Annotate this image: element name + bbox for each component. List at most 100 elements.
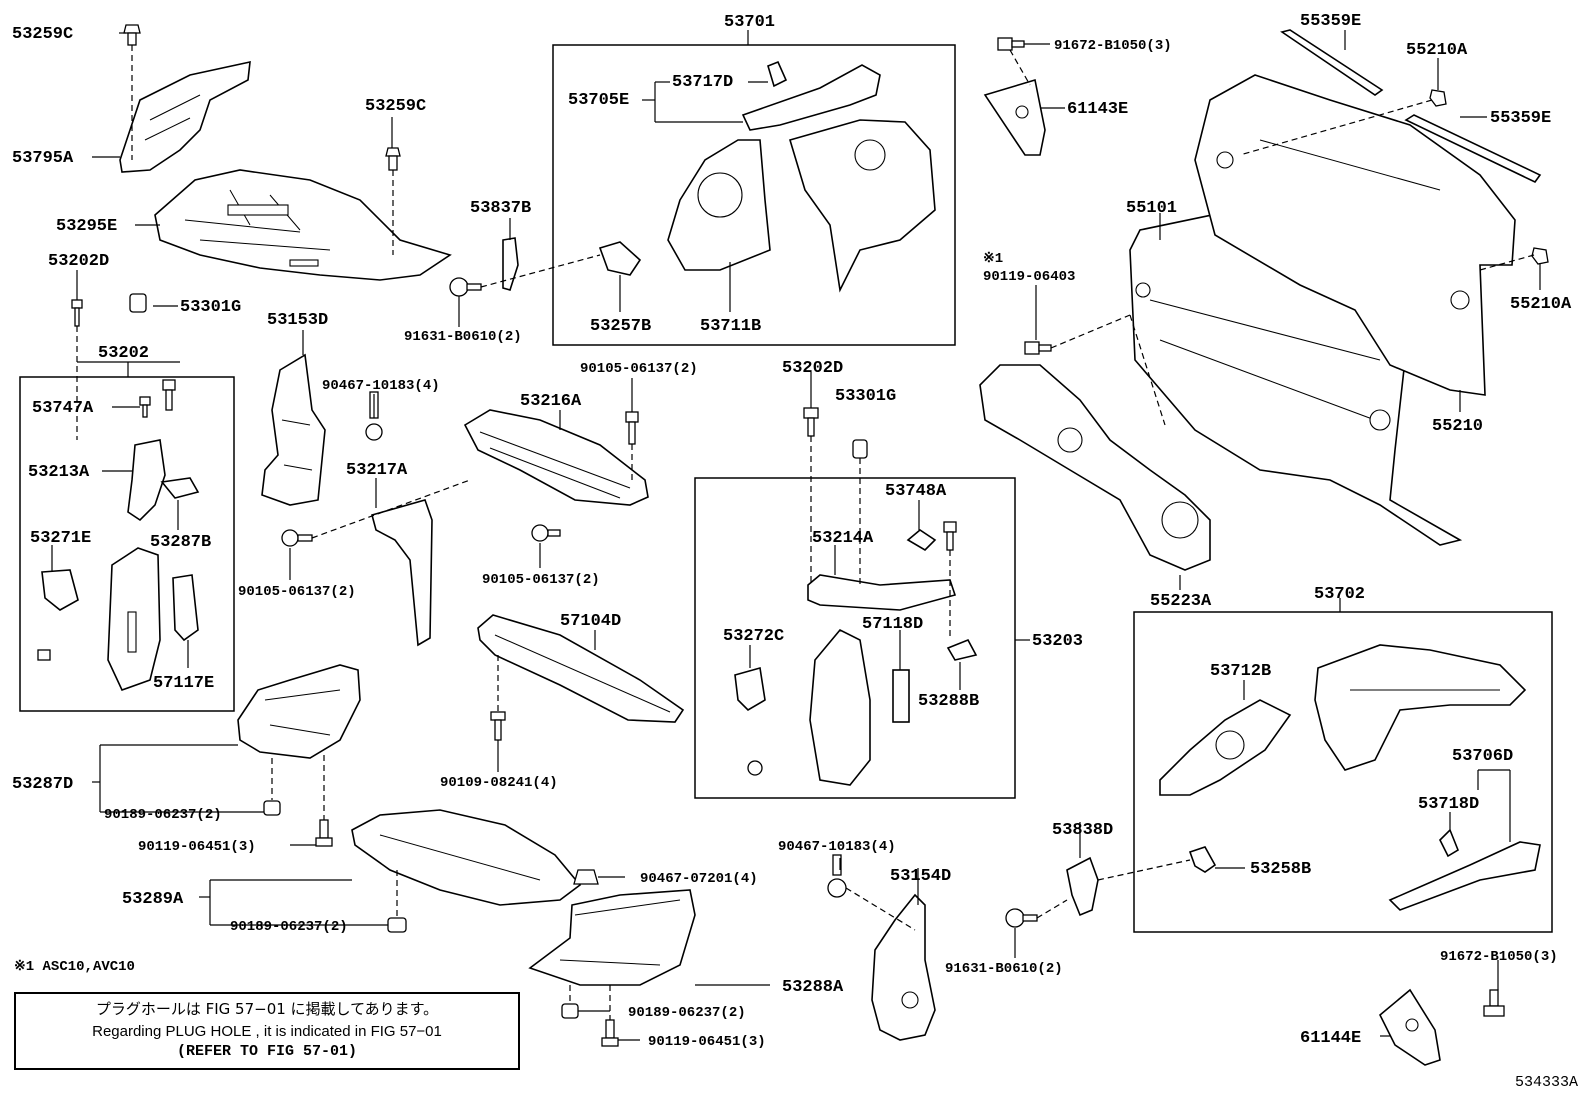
part-55223A [979, 364, 1211, 571]
part-53214A [807, 574, 957, 611]
plug-hole-note: プラグホールは FIG 57−01 に掲載してあります。 Regarding P… [14, 992, 520, 1070]
clip-53259C-b [385, 147, 401, 171]
part-53287B [160, 477, 200, 499]
bolt-90105-06137-b [625, 411, 639, 445]
label-55223A: 55223A [1150, 592, 1212, 611]
clip-90189-06237-b [387, 917, 407, 933]
label-53259C-b: 53259C [365, 97, 426, 116]
bolt-91631-B0610-a [449, 277, 482, 297]
label-91631-B0610-b: 91631-B0610(2) [945, 961, 1063, 977]
label-55359E-b: 55359E [1490, 109, 1551, 128]
label-90189-06237-c: 90189-06237(2) [628, 1005, 746, 1021]
group-box-53701 [552, 44, 956, 346]
label-53837B: 53837B [470, 199, 531, 218]
part-53154D [871, 893, 936, 1041]
bolt-91672-B1050-a [997, 37, 1025, 51]
label-53711B: 53711B [700, 317, 761, 336]
label-53701: 53701 [724, 13, 775, 32]
label-53271E: 53271E [30, 529, 91, 548]
part-labels: 53259C 53795A 53259C 53295E 53202D 53301… [12, 12, 1572, 1050]
label-53259C-a: 53259C [12, 25, 73, 44]
label-53702: 53702 [1314, 585, 1365, 604]
label-90467-07201: 90467-07201(4) [640, 871, 758, 887]
label-90189-06237-a: 90189-06237(2) [104, 807, 222, 823]
part-53748A [906, 529, 937, 552]
part-53153D [261, 353, 326, 506]
label-53217A: 53217A [346, 461, 408, 480]
label-55210: 55210 [1432, 417, 1483, 436]
part-53718D [1439, 828, 1459, 858]
label-90119-06451-b: 90119-06451(3) [648, 1034, 766, 1050]
label-55101: 55101 [1126, 199, 1177, 218]
part-53712B [1159, 699, 1292, 796]
label-90119-06403: 90119-06403 [983, 269, 1075, 285]
label-61144E: 61144E [1300, 1029, 1361, 1048]
clip-90467-07201 [573, 869, 599, 885]
clip-90189-06237-c [561, 1003, 579, 1019]
bolt-90105-06137-c [531, 524, 561, 542]
part-53289A [351, 809, 582, 906]
part-55359E-a [1280, 29, 1384, 96]
label-91672-B1050-a: 91672-B1050(3) [1054, 38, 1172, 54]
label-90105-06137-c: 90105-06137(2) [482, 572, 600, 588]
label-61143E: 61143E [1067, 100, 1128, 119]
plug-53301G-a [129, 293, 147, 313]
label-57104D: 57104D [560, 612, 621, 631]
part-53257B [598, 241, 642, 276]
label-53257B: 53257B [590, 317, 651, 336]
part-57104D [477, 614, 685, 723]
label-53214A: 53214A [812, 529, 874, 548]
part-53702-apron [1314, 644, 1527, 771]
label-53706D: 53706D [1452, 747, 1513, 766]
label-53287B: 53287B [150, 533, 211, 552]
label-55359E-a: 55359E [1300, 12, 1361, 31]
grommet-55210A-a [1429, 89, 1447, 107]
note-english: Regarding PLUG HOLE , it is indicated in… [92, 1023, 442, 1040]
part-55359E-b [1404, 114, 1542, 184]
label-53272C: 53272C [723, 627, 784, 646]
bolt-91631-B0610-b [1005, 908, 1038, 928]
part-53203-bracket [809, 629, 871, 786]
label-91631-B0610-a: 91631-B0610(2) [404, 329, 522, 345]
label-53748A: 53748A [885, 482, 947, 501]
label-53153D: 53153D [267, 311, 328, 330]
label-53301G-a: 53301G [180, 298, 241, 317]
part-53711B [667, 139, 771, 271]
group-box-53203 [694, 477, 1016, 799]
part-53837B [502, 237, 519, 291]
part-53213A [127, 439, 166, 522]
bolt-53202D-a [71, 299, 83, 327]
label-57117E: 57117E [153, 674, 214, 693]
part-53717D [767, 60, 788, 88]
label-53154D: 53154D [890, 867, 951, 886]
label-53718D: 53718D [1418, 795, 1479, 814]
part-53217A [371, 499, 433, 647]
part-55210 [1194, 74, 1516, 396]
label-57118D: 57118D [862, 615, 923, 634]
bolt-90109-08241 [490, 711, 506, 741]
grommet-55210A-b [1531, 247, 1549, 265]
label-53747A: 53747A [32, 399, 94, 418]
label-53258B: 53258B [1250, 860, 1311, 879]
footnote: ※1 ASC10,AVC10 [14, 959, 135, 975]
clip-90189-06237-a [263, 800, 281, 816]
label-90189-06237-b: 90189-06237(2) [230, 919, 348, 935]
part-57117E [172, 574, 199, 642]
label-90467-10183-a: 90467-10183(4) [322, 378, 440, 394]
figure-code: 534333A [1514, 1074, 1578, 1091]
label-90109-08241: 90109-08241(4) [440, 775, 558, 791]
part-53795A [119, 60, 251, 173]
label-53213A: 53213A [28, 463, 90, 482]
bolt-53203-group [747, 521, 957, 776]
label-53712B: 53712B [1210, 662, 1271, 681]
label-53287D: 53287D [12, 775, 73, 794]
label-53705E: 53705E [568, 91, 629, 110]
label-53202D-a: 53202D [48, 252, 109, 271]
label-90119-06451-a: 90119-06451(3) [138, 839, 256, 855]
label-53288B: 53288B [918, 692, 979, 711]
label-90467-10183-b: 90467-10183(4) [778, 839, 896, 855]
bolt-53202-group [37, 379, 176, 661]
label-53795A: 53795A [12, 149, 74, 168]
part-57118D [892, 669, 910, 723]
